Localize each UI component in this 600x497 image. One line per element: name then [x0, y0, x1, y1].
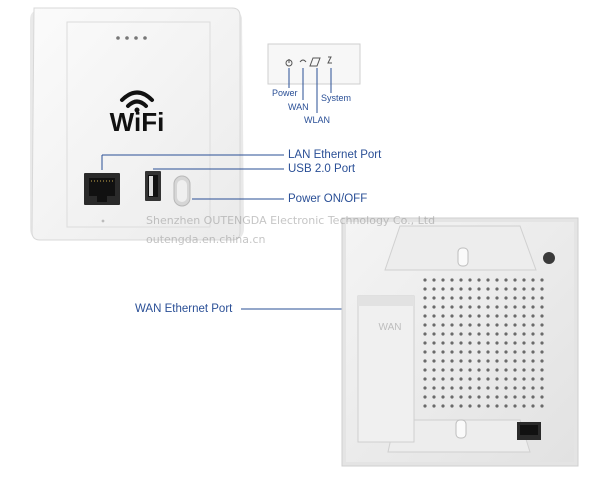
system-led-label: System: [321, 93, 352, 103]
wlan-icon: [309, 57, 321, 67]
power-switch: [173, 175, 191, 207]
vent-grid: [423, 278, 544, 408]
power-led: [116, 36, 120, 40]
screw-hole: [543, 252, 555, 264]
wlan-led: [134, 36, 138, 40]
led-callout-box: [267, 43, 361, 113]
wan-embossed-label: WAN: [379, 322, 402, 333]
wlan-led-label: WLAN: [304, 115, 331, 125]
wan-led: [125, 36, 129, 40]
wan-led-label: WAN: [288, 102, 309, 112]
watermark-site: outengda.en.china.cn: [146, 233, 266, 246]
port-leader-lines: [101, 154, 358, 310]
usb-port: [145, 171, 161, 201]
system-icon: [327, 56, 332, 64]
system-led: [143, 36, 147, 40]
usb-port-label: USB 2.0 Port: [288, 163, 356, 175]
power-led-label: Power: [272, 88, 298, 98]
front-device: WiFi: [30, 7, 244, 241]
lan-port-label: LAN Ethernet Port: [288, 149, 382, 161]
wifi-icon: [120, 90, 154, 113]
power-switch-label: Power ON/OFF: [288, 193, 368, 205]
watermark-company: Shenzhen OUTENGDA Electronic Technology …: [146, 214, 436, 227]
wan-port-label: WAN Ethernet Port: [135, 303, 233, 315]
lan-port: [84, 173, 120, 205]
wifi-logo-text: WiFi: [110, 107, 165, 137]
back-device: WAN: [341, 217, 579, 467]
wan-icon: [299, 59, 307, 63]
